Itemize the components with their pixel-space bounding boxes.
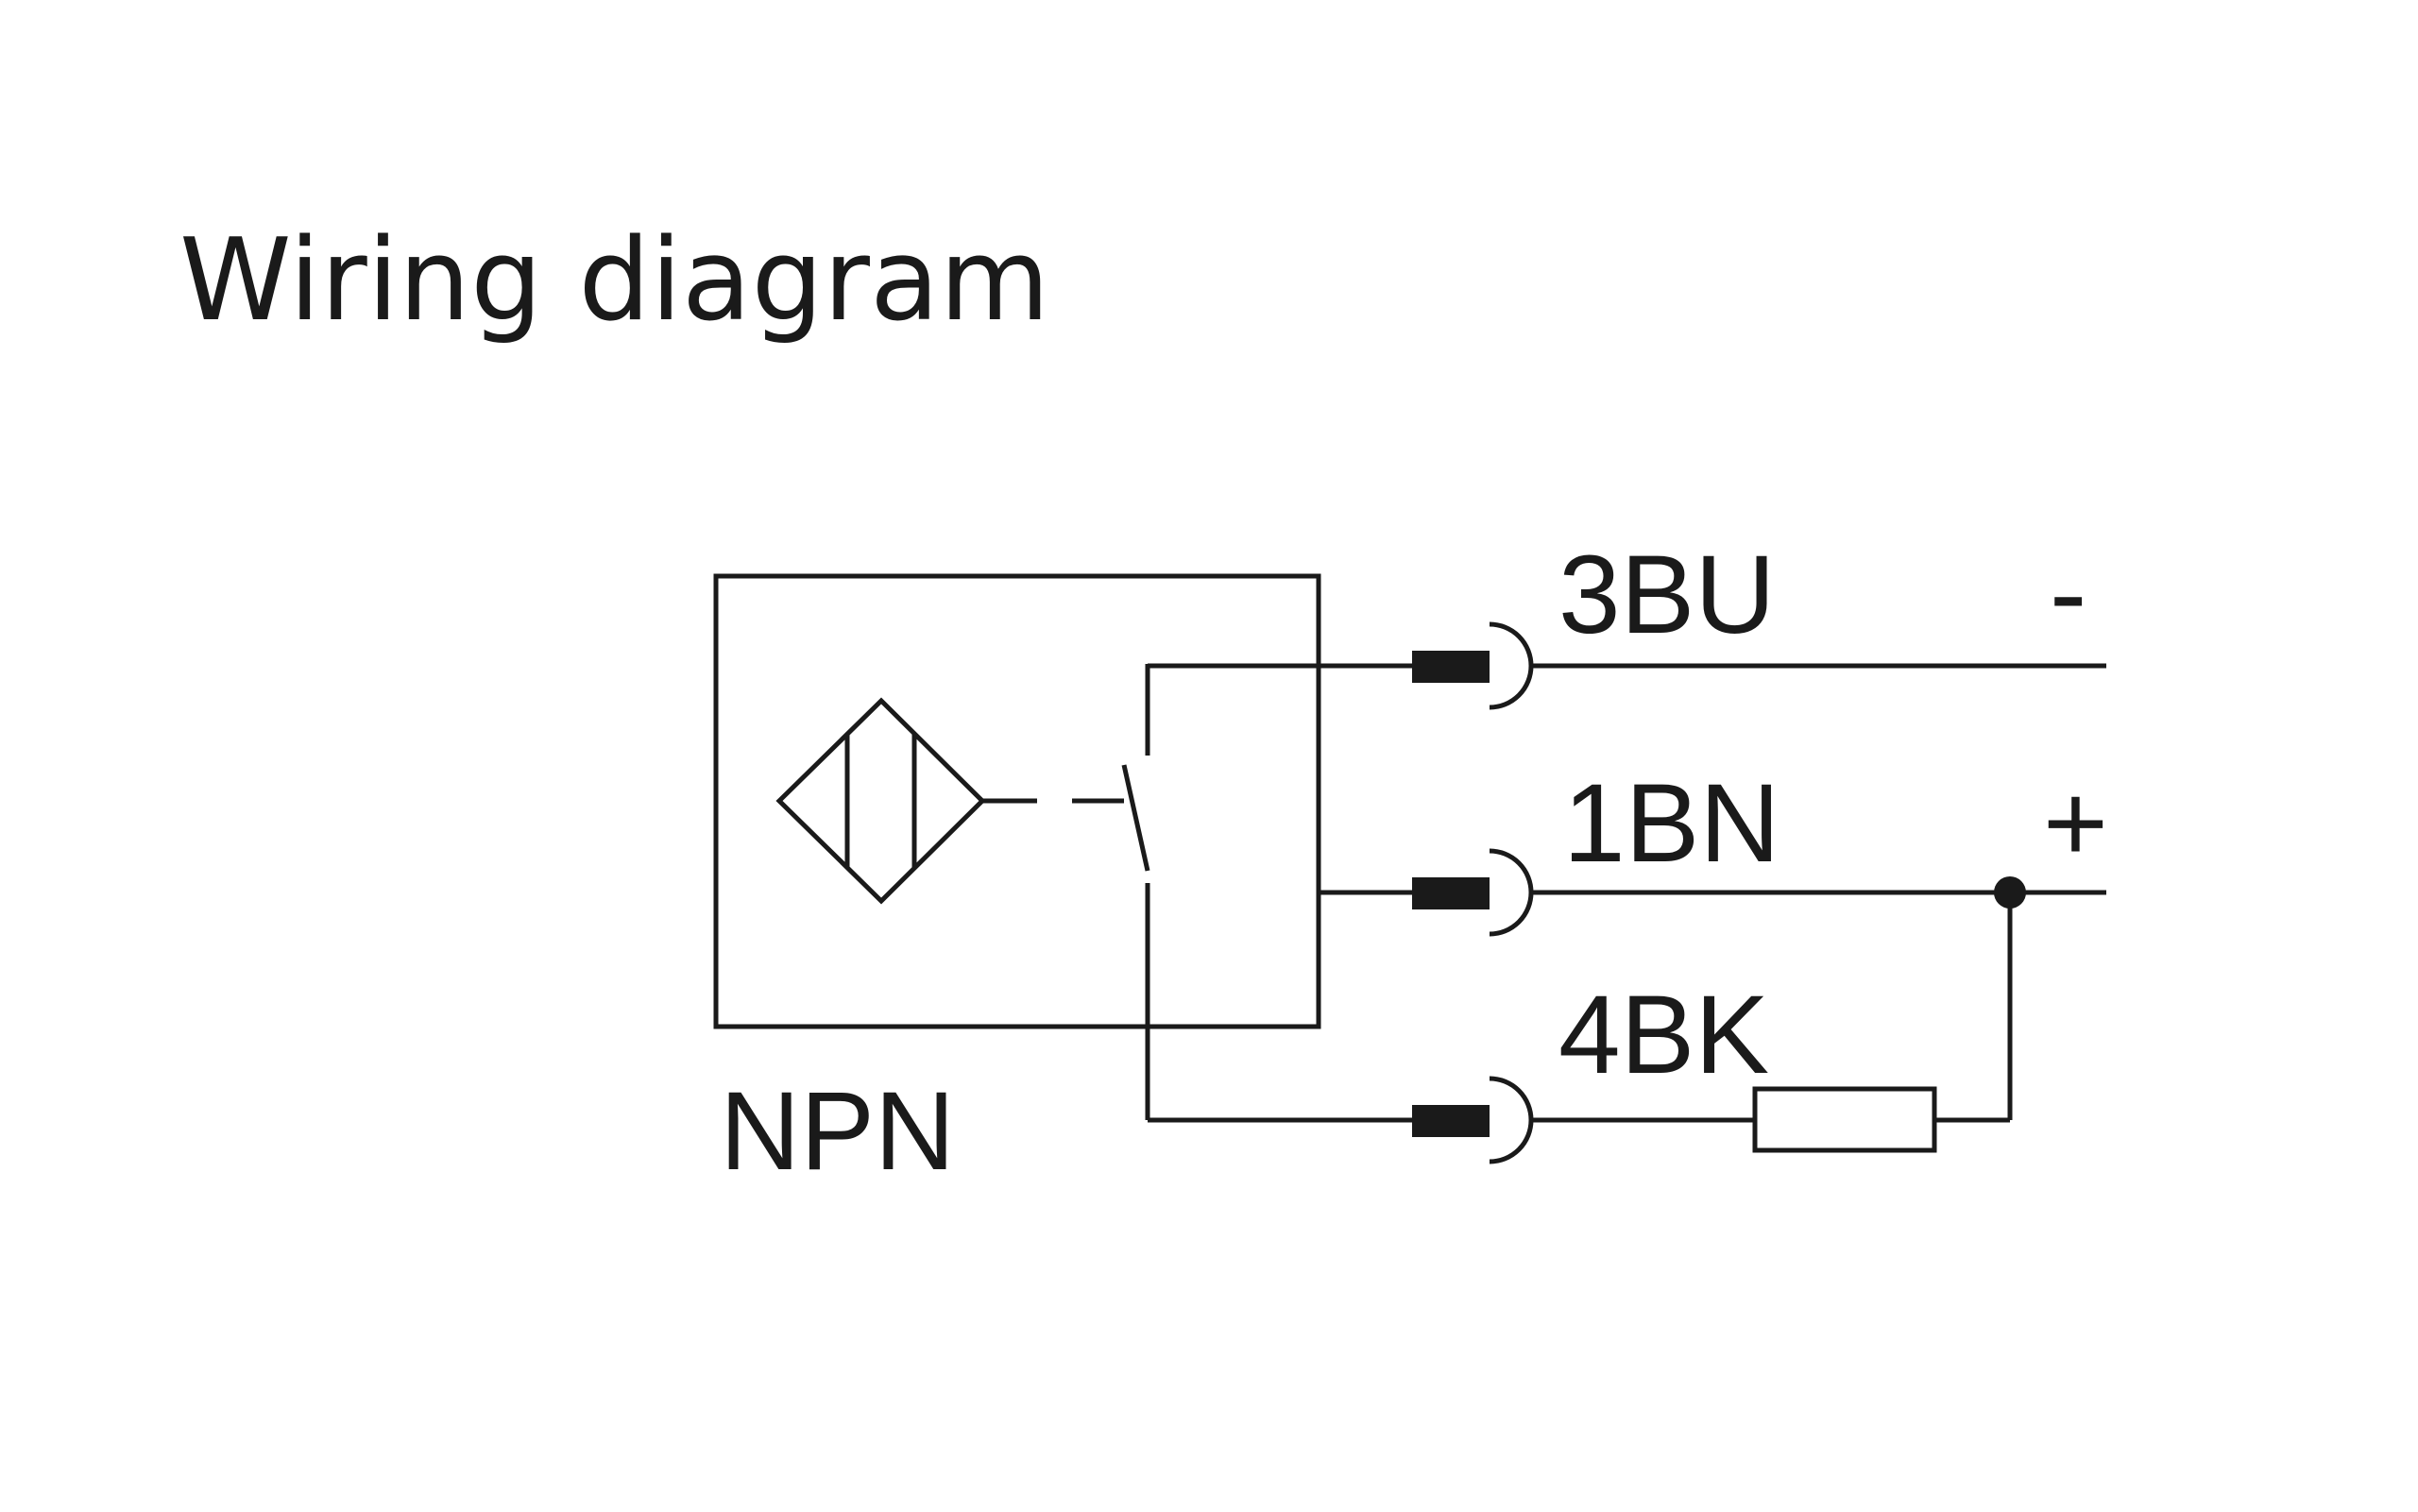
diagram-title: Wiring diagram: [179, 215, 1049, 347]
normally-open-switch: [1121, 664, 1150, 1120]
wire-label-1bn: 1BN: [1563, 761, 1780, 886]
connector-socket-4bk: [1489, 1076, 1534, 1164]
switch-blade: [1121, 764, 1150, 872]
wire-label-4bk: 4BK: [1558, 973, 1769, 1097]
wire-3bu: 3BU -: [1148, 531, 2106, 710]
sensor-housing-box: [713, 573, 1321, 1029]
wire-4bk: 4BK: [1148, 892, 2013, 1164]
connector-pin-3bu: [1412, 651, 1490, 683]
connector-pin-1bn: [1412, 877, 1490, 909]
inductive-sensor-symbol: [775, 697, 986, 905]
connector-socket-3bu: [1489, 621, 1534, 710]
wire-1bn: 1BN +: [1320, 761, 2108, 937]
connector-pin-4bk: [1412, 1105, 1490, 1137]
polarity-negative: -: [2050, 531, 2086, 655]
load-resistor: [1752, 1086, 1937, 1153]
wire-label-3bu: 3BU: [1558, 533, 1776, 657]
polarity-positive: +: [2043, 761, 2108, 886]
sensor-type-label: NPN: [720, 1069, 955, 1194]
sensor-diamond: [775, 697, 986, 905]
connector-socket-1bn: [1489, 848, 1534, 937]
